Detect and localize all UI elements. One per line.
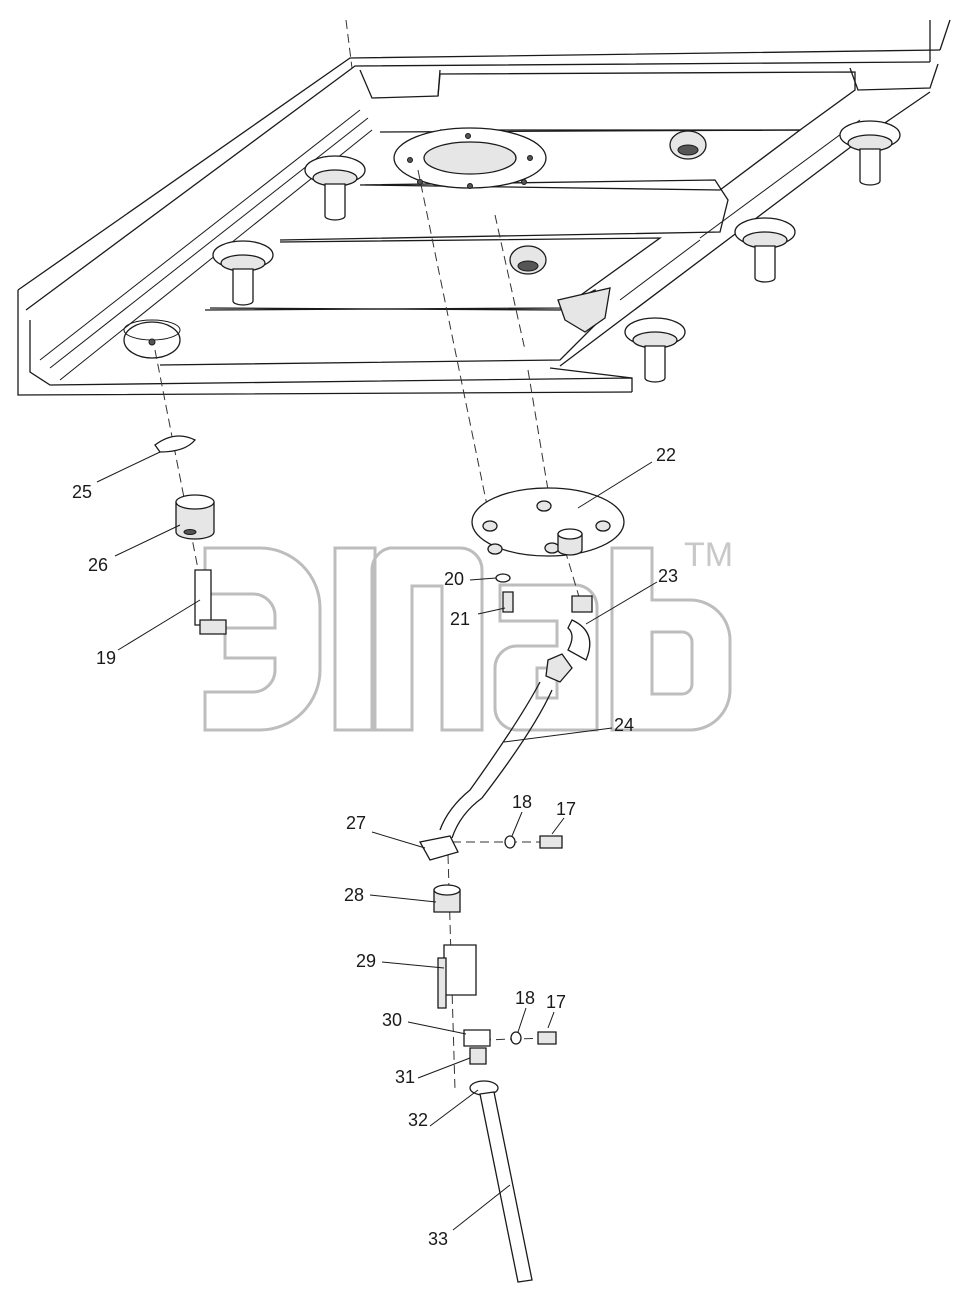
callout-29: 29 (356, 951, 376, 971)
frame-mount-bolts (212, 120, 901, 383)
callout-28: 28 (344, 885, 364, 905)
callout-31: 31 (395, 1067, 415, 1087)
clamp-block-part (418, 835, 459, 861)
callout-labels: 17 17 18 18 19 20 21 22 23 24 25 26 27 2… (72, 445, 678, 1249)
leader-lines (96, 451, 658, 1231)
snap-ring-part (154, 435, 197, 453)
small-washer-part (495, 573, 511, 583)
callout-32: 32 (408, 1110, 428, 1130)
hose-part (439, 653, 573, 839)
callout-18-lower: 18 (515, 988, 535, 1008)
elab-logo-icon: TM (203, 536, 733, 732)
callout-30: 30 (382, 1010, 402, 1030)
sleeve-part (175, 494, 215, 540)
callout-19: 19 (96, 648, 116, 668)
callout-33: 33 (428, 1229, 448, 1249)
callout-17: 17 (556, 799, 576, 819)
long-bolt-part (194, 569, 227, 635)
callout-25: 25 (72, 482, 92, 502)
lower-clamp-part (463, 1029, 491, 1065)
callout-22: 22 (656, 445, 676, 465)
tube-part (479, 1091, 533, 1283)
bracket-part (437, 944, 477, 1009)
callout-20: 20 (444, 569, 464, 589)
small-bolt-part (502, 591, 514, 613)
callout-23: 23 (658, 566, 678, 586)
callout-21: 21 (450, 609, 470, 629)
screw-washer-set-upper (504, 835, 563, 849)
nut-part (433, 884, 461, 913)
callout-17-lower: 17 (546, 992, 566, 1012)
trademark-sign: TM (684, 536, 733, 574)
elbow-fitting-part (567, 595, 593, 661)
frame-assembly (17, 19, 951, 396)
flange-plate-part (471, 487, 625, 557)
callout-26: 26 (88, 555, 108, 575)
callout-18: 18 (512, 792, 532, 812)
callout-24: 24 (614, 715, 634, 735)
screw-washer-set-lower (510, 1031, 557, 1045)
callout-27: 27 (346, 813, 366, 833)
